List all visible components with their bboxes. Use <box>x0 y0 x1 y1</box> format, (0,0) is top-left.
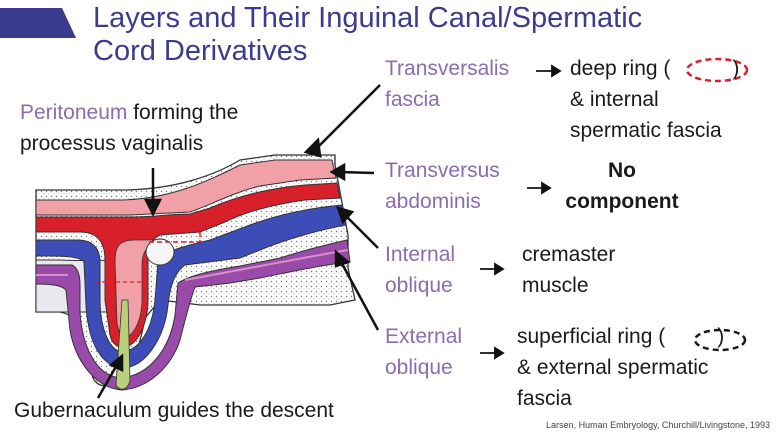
layer-name-line: oblique <box>385 274 453 297</box>
title-line-1: Layers and Their Inguinal Canal/Spermati… <box>93 2 643 34</box>
derivative-transversalis: deep ring () & internal spermatic fascia <box>570 53 739 146</box>
layer-name-transversus: Transversus abdominis <box>385 155 500 217</box>
layer-name-line: abdominis <box>385 190 481 213</box>
transversus-abdominis-layer <box>35 182 341 348</box>
derivative-internal-oblique: cremaster muscle <box>522 239 615 301</box>
deep-ring-outline <box>147 219 201 243</box>
layer-name-line: Transversalis <box>385 57 510 80</box>
derivative-line: & external spermatic <box>517 356 709 379</box>
layer-name-external-oblique: External oblique <box>385 321 462 383</box>
internal-oblique-arrowhead <box>336 206 355 225</box>
layer-name-line: External <box>385 325 463 348</box>
derivative-line: spermatic fascia <box>570 119 722 142</box>
peritoneum-label: Peritoneum forming the processus vaginal… <box>20 97 238 159</box>
superficial-ring-marker <box>693 328 747 352</box>
derivative-line: & internal <box>570 88 659 111</box>
derivative-line: fascia <box>517 387 572 410</box>
derivative-line: muscle <box>522 274 589 297</box>
testis <box>145 238 175 266</box>
transversus-arrow <box>339 170 375 175</box>
derivative-arrows <box>480 64 562 360</box>
gubernaculum-label: Gubernaculum guides the descent <box>14 399 334 422</box>
transversalis-arrow <box>314 84 381 151</box>
derivative-line: superficial ring ( <box>517 325 666 348</box>
deep-ring-marker <box>685 57 749 83</box>
external-oblique-arrowhead <box>334 249 351 268</box>
external-oblique-arrow <box>338 259 380 331</box>
internal-oblique-layer <box>35 204 347 369</box>
title-line-2: Cord Derivatives <box>93 35 308 67</box>
peritoneum-word: Peritoneum <box>20 101 128 124</box>
transversalis-arrowhead <box>303 137 322 158</box>
derivative-line: cremaster <box>522 243 616 266</box>
peritoneum-rest: forming the <box>127 101 239 124</box>
layer-name-internal-oblique: Internal oblique <box>385 239 455 301</box>
layer-name-line: fascia <box>385 88 440 111</box>
derivative-line: deep ring ( <box>570 57 671 80</box>
derivative-line-end: ) <box>717 325 725 348</box>
peritoneum-line-2: processus vaginalis <box>20 132 204 155</box>
corner-tab <box>0 8 76 38</box>
transversus-arrowhead <box>329 162 346 182</box>
peritoneum-arrowhead <box>143 198 163 217</box>
derivative-transversus: No component <box>557 155 687 217</box>
transversalis-fascia-layer <box>35 159 337 216</box>
internal-oblique-arrow <box>344 214 379 249</box>
gubernaculum-arrowhead <box>108 353 124 372</box>
layer-name-transversalis: Transversalis fascia <box>385 53 509 115</box>
gubernaculum-arrow <box>96 362 120 399</box>
pointer-arrows <box>96 84 381 399</box>
derivative-external-oblique: superficial ring () & external spermatic… <box>517 321 724 414</box>
derivative-line-end: ) <box>732 57 740 80</box>
slide-title: Layers and Their Inguinal Canal/Spermati… <box>93 2 642 68</box>
external-oblique-stripe <box>36 249 349 281</box>
layer-name-line: Transversus <box>385 159 500 182</box>
source-credit: Larsen, Human Embryology, Churchill/Livi… <box>546 420 770 430</box>
layer-name-line: Internal <box>385 243 456 266</box>
layer-name-line: oblique <box>385 356 453 379</box>
derivative-line: component <box>565 190 679 213</box>
derivative-line: No <box>608 159 636 182</box>
